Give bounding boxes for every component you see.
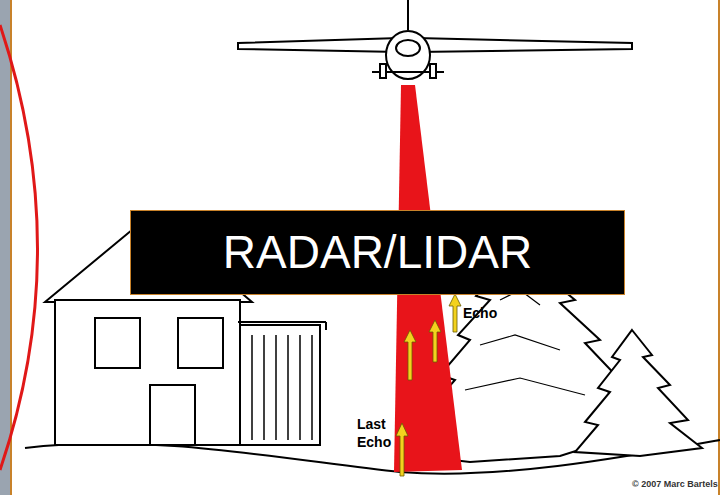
window xyxy=(95,318,140,368)
airplane xyxy=(238,0,632,79)
wing xyxy=(238,38,632,52)
carport-slats xyxy=(252,335,312,440)
house-wall xyxy=(55,300,240,445)
cockpit xyxy=(396,40,420,56)
title-banner: RADAR/LIDAR xyxy=(130,210,625,295)
echo-label: Echo xyxy=(463,305,523,323)
copyright-note: © 2007 Marc Bartels xyxy=(632,479,720,490)
banner-text: RADAR/LIDAR xyxy=(223,227,532,278)
carport xyxy=(240,325,320,445)
gutter xyxy=(238,321,326,323)
small-tree xyxy=(575,330,702,456)
photo-edge xyxy=(0,0,11,495)
echo-label: Last Echo xyxy=(357,416,397,451)
window xyxy=(178,318,223,368)
frame xyxy=(11,0,719,495)
tail xyxy=(407,0,409,30)
echo-arrows xyxy=(396,294,461,476)
wheel xyxy=(380,64,386,78)
door xyxy=(150,385,195,445)
wheel xyxy=(430,64,436,78)
gutter xyxy=(325,322,327,330)
red-arc xyxy=(0,25,38,470)
